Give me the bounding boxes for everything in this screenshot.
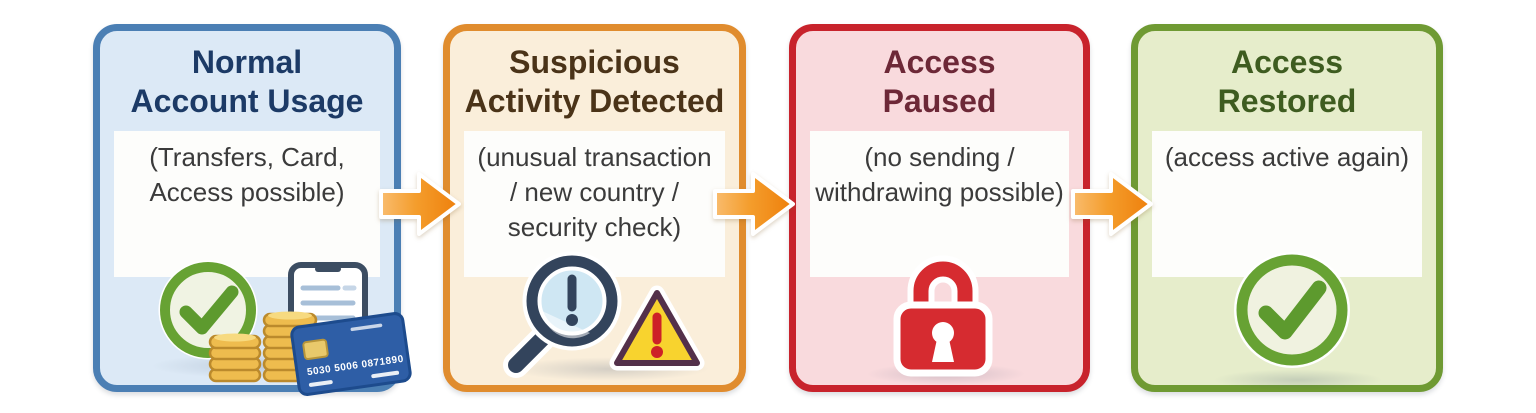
description-line: (no sending / [864,142,1015,172]
stage-card-normal-account-usage: Normal Account Usage (Transfers, Card, A… [93,24,412,396]
description-line: (Transfers, Card, [149,142,345,172]
flow-arrow-icon [379,172,461,236]
description-line: / new country / [509,177,680,207]
stage-title-line: Normal [191,44,303,80]
flow-arrow-icon [713,172,795,236]
stage-card-access-restored: Access Restored (access active again) [1131,24,1443,392]
description-line: Access possible) [149,177,345,207]
stage-title-line: Activity Detected [464,83,725,119]
stage-description: (unusual transaction / new country / sec… [464,131,725,245]
flow-arrow-icon [1071,172,1153,236]
stage-description: (no sending / withdrawing possible) [810,131,1069,210]
stage-title: Normal Account Usage [100,43,394,121]
credit-card-icon: 5030 5006 0871890 [290,312,412,396]
stage-icon-group: 5030 5006 0871890 [100,31,412,396]
description-line: withdrawing possible) [815,177,1064,207]
stage-title-line: Account Usage [130,83,364,119]
checkmark-circle-icon [158,260,258,360]
stage-title-line: Suspicious [509,44,680,80]
stage-title: Access Paused [796,43,1083,121]
stage-title: Access Restored [1138,43,1436,121]
stage-icon-group [1138,31,1436,391]
stage-title-line: Access [1230,44,1344,80]
padlock-icon [893,255,993,377]
description-line: (access active again) [1164,142,1410,172]
stage-title-line: Access [883,44,996,80]
warning-triangle-icon [609,285,705,371]
stage-card-suspicious-activity-detected: Suspicious Activity Detected (unusual tr… [443,24,746,392]
description-line: (unusual transaction [477,142,712,172]
stage-title-line: Restored [1217,83,1357,119]
stage-description-panel: (unusual transaction / new country / sec… [464,131,725,277]
stage-icon-group [450,31,739,385]
checkmark-circle-icon [1234,252,1350,368]
magnifier-alert-icon [503,251,622,378]
stage-title: Suspicious Activity Detected [450,43,739,121]
stage-description: (access active again) [1152,131,1422,175]
stage-description-panel: (Transfers, Card, Access possible) [114,131,380,277]
stage-card-access-paused: Access Paused (no sending / withdrawing … [789,24,1090,392]
stage-description-panel: (no sending / withdrawing possible) [810,131,1069,277]
description-line: security check) [507,212,682,242]
stage-title-line: Paused [882,83,997,119]
stage-icon-group [796,31,1083,385]
stage-description: (Transfers, Card, Access possible) [114,131,380,210]
icon-shadow [1213,369,1383,391]
